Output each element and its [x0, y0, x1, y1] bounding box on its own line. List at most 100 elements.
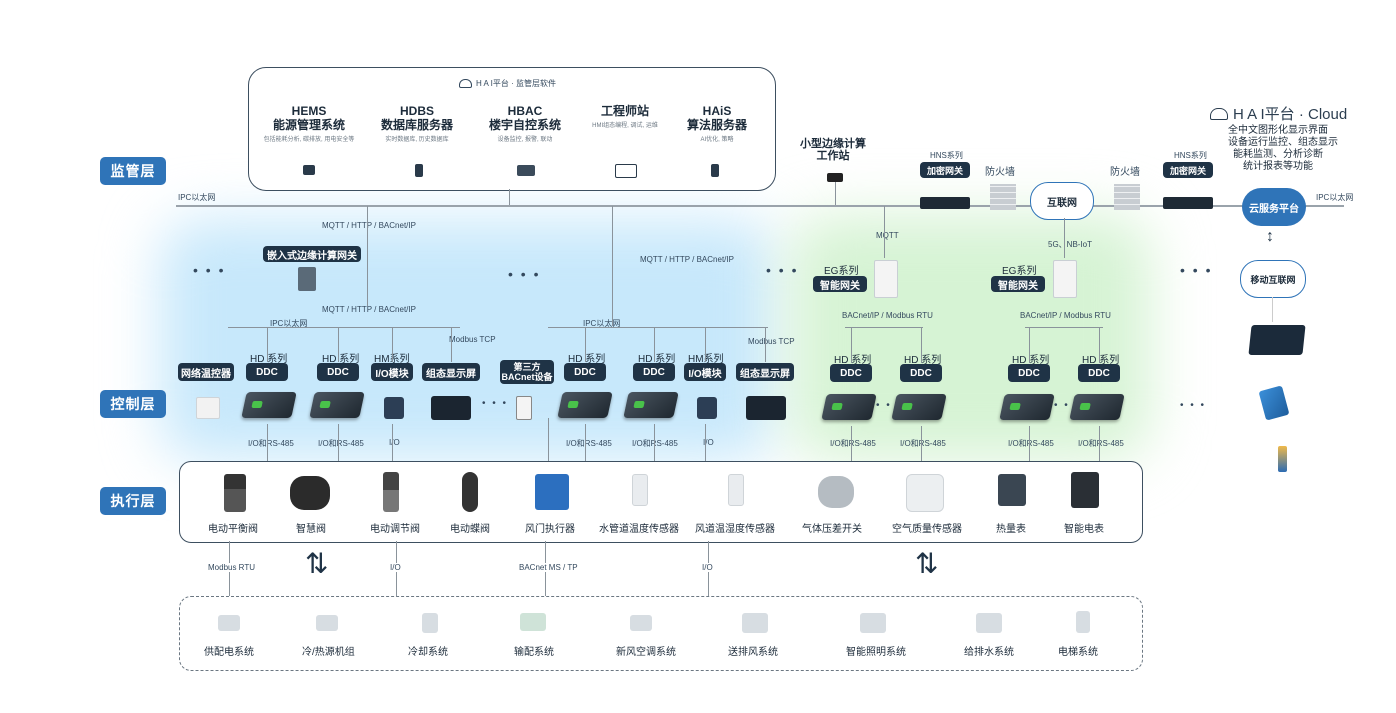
- io-module-tag-1: I/O模块: [371, 363, 413, 381]
- system-hais-code: HAiS: [702, 104, 732, 118]
- embedded-gateway-icon: [298, 267, 316, 291]
- hd-series-6: HD 系列: [904, 355, 942, 366]
- subsystem-label-2: 冷/热源机组: [302, 647, 355, 658]
- system-hems[interactable]: HEMS 能源管理系统 包括能耗分析, 碳排放, 用电安全等: [259, 104, 359, 144]
- subsystem-label-6: 送排风系统: [728, 647, 778, 658]
- butterfly-valve-icon: [462, 472, 478, 512]
- cloud-title: H A I平台 · Cloud: [1210, 103, 1347, 124]
- damper-actuator-icon: [535, 474, 569, 510]
- device-label-3: 电动调节阀: [370, 524, 420, 535]
- control-valve-icon: [383, 472, 399, 512]
- ddc-device-icon-3: [557, 392, 613, 418]
- io-module-icon-1: [384, 397, 404, 419]
- platform-header-text: H A I平台 · 监管层软件: [476, 79, 557, 88]
- air-quality-sensor-icon: [906, 474, 944, 512]
- power-system-icon: [218, 615, 240, 631]
- io-rs485-1: I/O和RS-485: [248, 439, 294, 448]
- io-rs485-7: I/O和RS-485: [1008, 439, 1054, 448]
- water-temp-sensor-icon: [632, 474, 648, 506]
- edge-station-icon: [827, 173, 843, 182]
- system-hbac[interactable]: HBAC 楼宇自控系统 设备监控, 报警, 联动: [475, 104, 575, 144]
- device-label-5: 风门执行器: [525, 524, 575, 535]
- system-hais[interactable]: HAiS 算法服务器 AI优化, 策略: [667, 104, 767, 144]
- edge-station-label: 小型边缘计算 工作站: [800, 138, 866, 162]
- system-hems-code: HEMS: [291, 104, 327, 118]
- edge-station-line2: 工作站: [816, 150, 850, 162]
- ddc-tag-7: DDC: [1008, 364, 1050, 382]
- phone-device-icon: [1278, 446, 1287, 472]
- bacnet-modbus-1: BACnet/IP / Modbus RTU: [842, 311, 933, 320]
- eg1-tag: 智能网关: [813, 276, 867, 292]
- system-hbac-name: 楼宇自控系统: [488, 118, 561, 132]
- thermostat-icon: [196, 397, 220, 419]
- hd-series-2: HD 系列: [322, 354, 360, 365]
- drop-11: [1029, 327, 1030, 363]
- io-module-tag-2: I/O模块: [684, 363, 726, 381]
- ventilation-icon: [742, 613, 768, 633]
- cloud-title-text: H A I平台 · Cloud: [1233, 106, 1348, 123]
- system-hdbs-name: 数据库服务器: [380, 118, 453, 132]
- proto-5g: 5G、NB-IoT: [1048, 240, 1093, 249]
- proto-label-2: MQTT / HTTP / BACnet/IP: [640, 255, 734, 264]
- system-hdbs[interactable]: HDBS 数据库服务器 实时数据库, 历史数据库: [367, 104, 467, 144]
- platform-link-line: [509, 189, 510, 205]
- ddc-device-icon-8: [1069, 394, 1125, 420]
- duct-humidity-sensor-icon: [728, 474, 744, 506]
- platform-software-box: H A I平台 · 监管层软件 HEMS 能源管理系统 包括能耗分析, 碳排放,…: [248, 67, 776, 191]
- ellipsis-2: • • •: [508, 266, 541, 282]
- encryption-gateway-icon-1: [920, 197, 970, 209]
- io-2: I/O: [703, 438, 714, 447]
- elevator-icon: [1076, 611, 1090, 633]
- system-engineer-desc: HMI组态编程, 调试, 运维: [592, 123, 658, 129]
- bacnet-mstp-label: BACnet MS / TP: [519, 563, 578, 572]
- lighting-icon: [860, 613, 886, 633]
- io-rs485-8: I/O和RS-485: [1078, 439, 1124, 448]
- system-hbac-desc: 设备监控, 报警, 联动: [497, 137, 553, 143]
- cloud-platform-cloud: 云服务平台: [1242, 188, 1306, 226]
- ipc-label-left: IPC以太网: [178, 193, 216, 202]
- eg1-device-icon: [874, 260, 898, 298]
- io-rs485-2: I/O和RS-485: [318, 439, 364, 448]
- system-engineer-station[interactable]: 工程师站 HMI组态编程, 调试, 运维: [575, 104, 675, 130]
- ddc-device-icon-6: [891, 394, 947, 420]
- layer-label-supervision: 监管层: [100, 157, 166, 185]
- exec-drop-10: [1029, 426, 1030, 461]
- subsystem-label-4: 输配系统: [514, 647, 554, 658]
- drop-4: [451, 327, 452, 362]
- exec-drop-3: [392, 424, 393, 461]
- cloud-feature-list: 全中文图形化显示界面 设备运行监控、组态显示 能耗监测、分析诊断 统计报表等功能: [1228, 125, 1338, 173]
- exec-drop-7: [705, 424, 706, 461]
- subsystem-label-8: 给排水系统: [964, 647, 1014, 658]
- exec-drop-5: [585, 424, 586, 461]
- device-label-8: 气体压差开关: [802, 524, 862, 535]
- balance-valve-icon: [224, 474, 246, 512]
- ddc-device-icon-1: [241, 392, 297, 418]
- third-party-tag: 第三方 BACnet设备: [500, 360, 554, 384]
- io-label-sub-1: I/O: [390, 563, 401, 572]
- hns2-series: HNS系列: [1174, 151, 1207, 160]
- internet-label: 互联网: [1047, 197, 1077, 209]
- subsystem-label-3: 冷却系统: [408, 647, 448, 658]
- hd-series-7: HD 系列: [1012, 355, 1050, 366]
- exec-drop-1: [267, 424, 268, 461]
- exchange-arrows-icon-1: ⇅: [305, 548, 329, 579]
- ai-server-icon: [711, 164, 719, 177]
- io-rs485-6: I/O和RS-485: [900, 439, 946, 448]
- link-eg2: [1064, 218, 1065, 258]
- layer-label-execution: 执行层: [100, 487, 166, 515]
- exec-drop-4: [548, 418, 549, 461]
- cloud-logo-icon: [459, 79, 472, 88]
- pump-icon: [520, 613, 546, 631]
- control-zone-glow-green: [790, 215, 1150, 460]
- system-hems-name: 能源管理系统: [272, 118, 345, 132]
- heat-meter-icon: [998, 474, 1026, 506]
- system-hais-name: 算法服务器: [686, 118, 747, 132]
- drop-5: [585, 327, 586, 362]
- firewall2-label: 防火墙: [1110, 167, 1140, 178]
- cloud-platform-label: 云服务平台: [1249, 203, 1299, 215]
- ellipsis-ctrl-3: • • •: [1054, 400, 1081, 411]
- laptop-icon: [615, 164, 637, 178]
- system-hbac-code: HBAC: [507, 104, 543, 118]
- ipc-backbone-line: [176, 205, 1344, 207]
- ipc-sub-label-1: IPC以太网: [270, 319, 308, 328]
